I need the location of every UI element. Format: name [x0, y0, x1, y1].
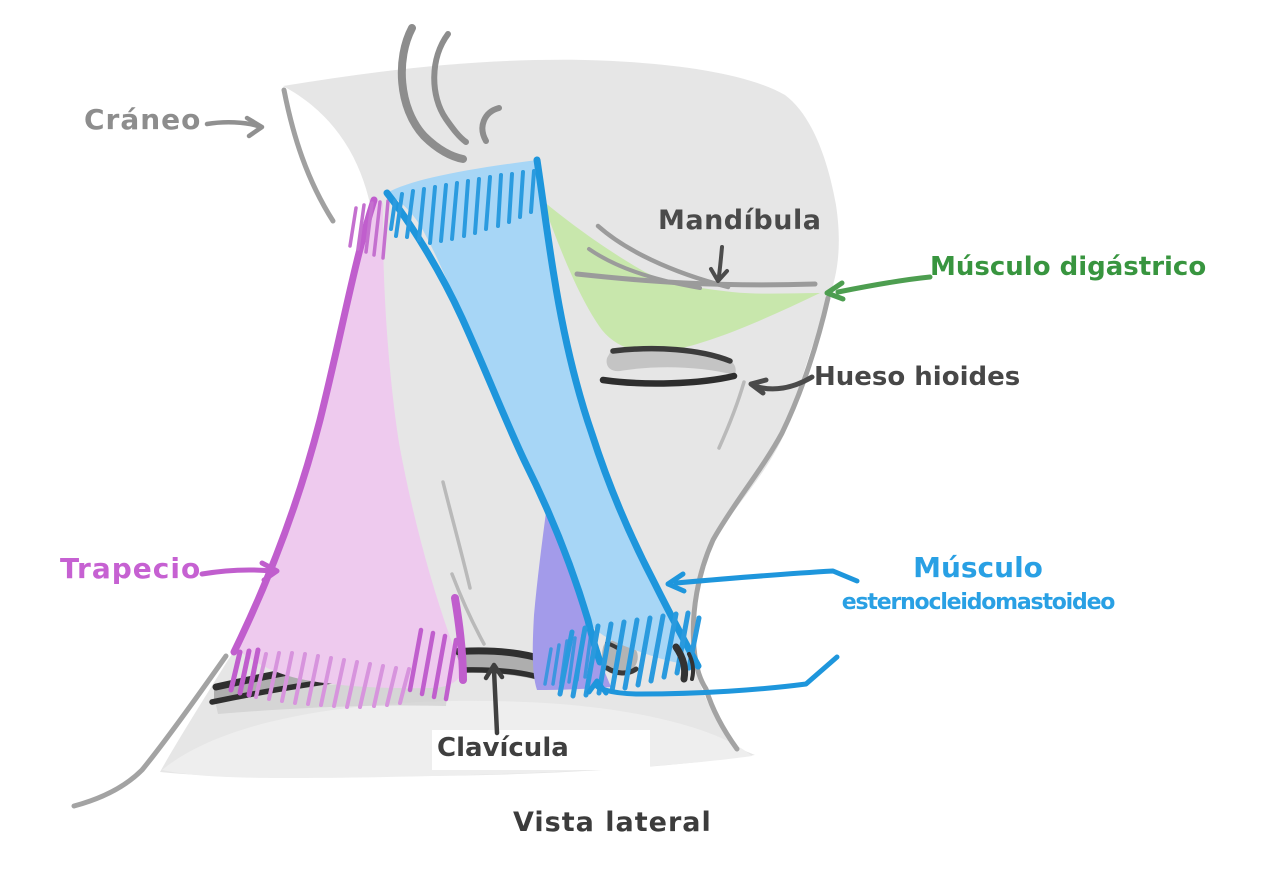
craneo-arrow	[204, 115, 265, 139]
label-scm-line2: esternocleidomastoideo	[841, 589, 1116, 615]
sternocleidomastoid-shape	[383, 156, 702, 699]
trapezius-top-hatch	[348, 199, 390, 260]
clavicle-dark-ticks	[672, 643, 695, 683]
ear-drawing	[397, 24, 502, 163]
label-scm-line1: Músculo	[913, 551, 1043, 584]
hyoid-bone-shape	[599, 345, 738, 387]
scm-top-hatch	[389, 169, 536, 245]
diagram-caption: Vista lateral	[513, 807, 712, 838]
trapecio-arrow	[199, 560, 280, 583]
scm-upper-leader	[665, 568, 860, 594]
clavicula-label-background	[432, 730, 650, 770]
trapezius-shape	[228, 196, 467, 709]
scm-bottom-fringe	[557, 610, 702, 699]
digastric-muscle-shape	[542, 200, 820, 353]
label-craneo: Cráneo	[84, 103, 202, 136]
trapezius-bottom-fringe	[254, 651, 411, 709]
hioides-arrow	[748, 374, 815, 396]
mandible-lines	[574, 223, 818, 290]
label-hueso-hioides: Hueso hioides	[814, 362, 1021, 392]
label-musculo-esternocleidomastoideo: Músculo esternocleidomastoideo	[828, 551, 1128, 615]
body-outline-strokes	[71, 87, 831, 809]
label-clavicula: Clavícula	[437, 733, 569, 763]
label-mandibula: Mandíbula	[658, 205, 822, 236]
label-arrows	[199, 115, 933, 736]
clavicula-arrow	[483, 662, 505, 736]
mandibula-arrow	[709, 245, 729, 283]
scm-lower-leader	[586, 654, 840, 697]
digastrico-arrow	[824, 274, 933, 302]
label-musculo-digastrico: Músculo digástrico	[930, 252, 1207, 282]
label-trapecio: Trapecio	[60, 552, 202, 585]
